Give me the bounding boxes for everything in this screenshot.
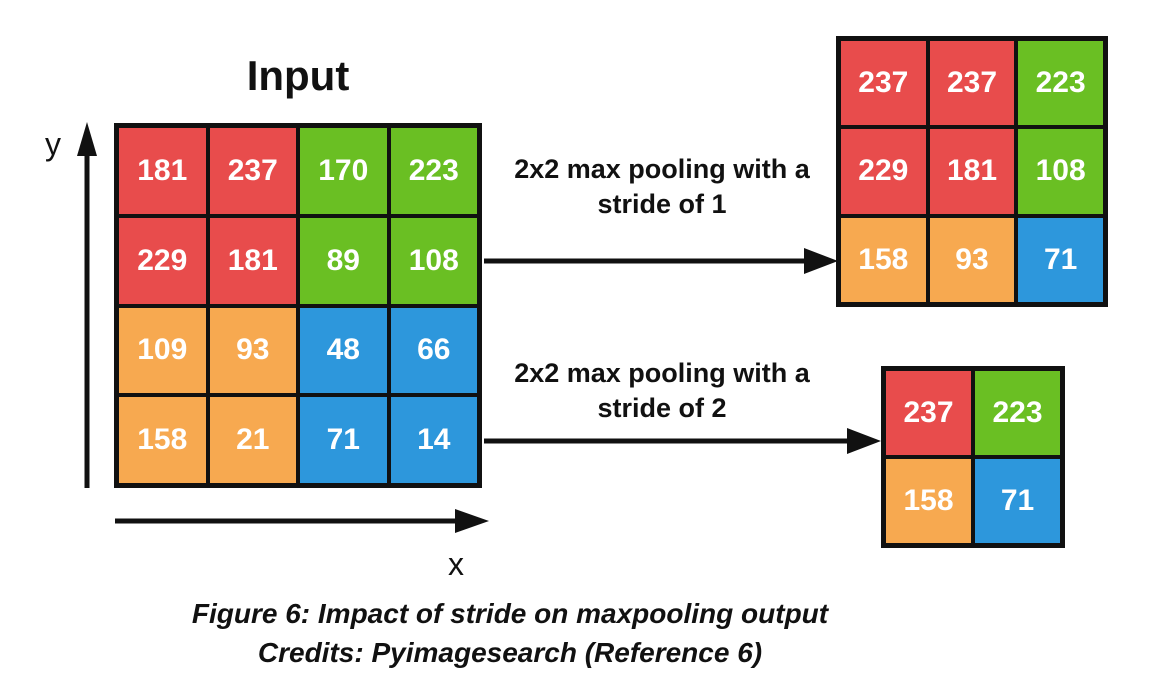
grid-cell: 223 — [1018, 41, 1103, 126]
grid-cell: 48 — [300, 307, 387, 394]
grid-cell: 223 — [390, 128, 477, 214]
grid-cell: 93 — [929, 217, 1015, 302]
grid-cell: 229 — [841, 129, 926, 214]
pooling-label-stride2: 2x2 max pooling with a stride of 2 — [492, 356, 832, 426]
pooling-label-stride1: 2x2 max pooling with a stride of 1 — [492, 152, 832, 222]
grid-cell: 181 — [209, 217, 296, 304]
pooling-arrow-stride2 — [484, 428, 881, 454]
grid-cell: 93 — [209, 307, 296, 394]
pooling-arrow-stride1 — [484, 248, 838, 274]
figure-caption-line1: Figure 6: Impact of stride on maxpooling… — [191, 598, 829, 629]
input-grid-title: Input — [246, 52, 350, 99]
grid-cell: 158 — [841, 217, 926, 302]
x-axis-arrow — [115, 509, 489, 533]
grid-cell: 181 — [119, 128, 206, 214]
grid-cell: 14 — [390, 397, 477, 483]
grid-cell: 108 — [390, 217, 477, 304]
grid-cell: 170 — [300, 128, 387, 214]
pooling-label-stride2-line1: 2x2 max pooling with a — [514, 358, 810, 388]
grid-cell: 71 — [975, 459, 1060, 543]
pooling-label-stride1-line2: stride of 1 — [597, 189, 727, 219]
y-axis-label: y — [45, 126, 61, 162]
grid-cell: 181 — [929, 129, 1015, 214]
grid-cell: 237 — [886, 371, 971, 455]
grid-cell: 109 — [119, 307, 206, 394]
y-axis-arrow — [77, 122, 97, 488]
grid-cell: 158 — [119, 397, 206, 483]
figure-caption: Figure 6: Impact of stride on maxpooling… — [145, 594, 875, 672]
grid-cell: 66 — [390, 307, 477, 394]
grid-cell: 229 — [119, 217, 206, 304]
grid-cell: 71 — [300, 397, 387, 483]
pooling-label-stride1-line1: 2x2 max pooling with a — [514, 154, 810, 184]
grid-cell: 71 — [1018, 217, 1103, 302]
grid-cell: 223 — [975, 371, 1060, 455]
grid-cell: 108 — [1018, 129, 1103, 214]
pooling-label-stride2-line2: stride of 2 — [597, 393, 727, 423]
grid-cell: 89 — [300, 217, 387, 304]
grid-cell: 237 — [209, 128, 296, 214]
figure-caption-line2: Credits: Pyimagesearch (Reference 6) — [257, 637, 763, 668]
grid-cell: 237 — [841, 41, 926, 126]
grid-cell: 237 — [929, 41, 1015, 126]
grid-cell: 158 — [886, 459, 971, 543]
x-axis-label: x — [448, 546, 464, 582]
grid-cell: 21 — [209, 397, 296, 483]
